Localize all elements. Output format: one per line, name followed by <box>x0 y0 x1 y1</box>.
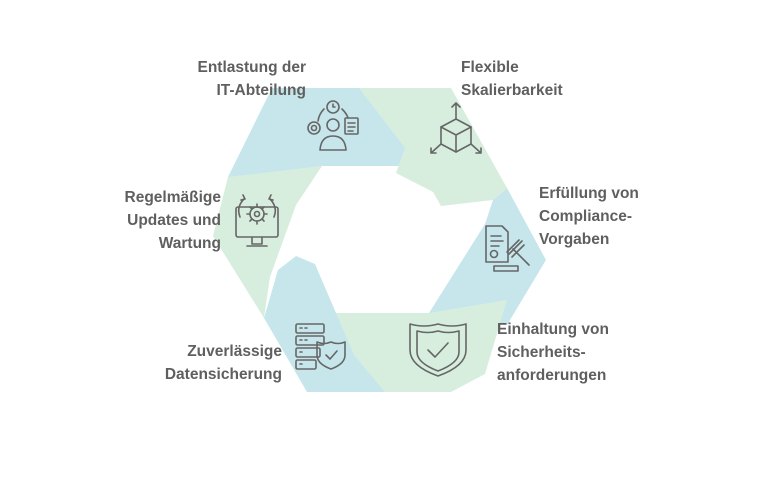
server-shield-icon <box>295 323 346 370</box>
label-updates: Regelmäßige Updates und Wartung <box>60 186 221 255</box>
segment-security <box>330 300 507 392</box>
label-line: Sicherheits- <box>497 344 586 361</box>
segment-scalability <box>359 88 507 206</box>
scalability-cube-icon <box>430 102 482 154</box>
label-line: anforderungen <box>497 367 607 384</box>
label-line: IT-Abteilung <box>216 82 306 99</box>
team-gears-icon <box>307 100 359 151</box>
label-line: Wartung <box>158 235 221 252</box>
label-line: Einhaltung von <box>497 321 609 338</box>
label-line: Erfüllung von <box>539 185 639 202</box>
label-security: Einhaltung von Sicherheits- anforderunge… <box>497 318 697 387</box>
label-line: Skalierbarkeit <box>461 82 563 99</box>
security-shield-check-icon <box>409 323 467 377</box>
label-line: Flexible <box>461 59 519 76</box>
label-line: Vorgaben <box>539 231 610 248</box>
label-line: Entlastung der <box>197 59 306 76</box>
segment-compliance <box>429 188 546 325</box>
segment-it-relief <box>228 88 418 190</box>
compliance-document-gavel-icon <box>485 225 530 272</box>
label-line: Updates und <box>127 212 221 229</box>
segment-backup <box>264 256 385 392</box>
label-line: Compliance- <box>539 208 633 225</box>
label-it-relief: Entlastung der IT-Abteilung <box>138 56 306 102</box>
label-line: Datensicherung <box>164 366 282 383</box>
label-compliance: Erfüllung von Compliance- Vorgaben <box>539 182 719 251</box>
label-scalability: Flexible Skalierbarkeit <box>461 56 641 102</box>
label-line: Zuverlässige <box>187 343 282 360</box>
monitor-gear-update-icon <box>235 194 279 247</box>
label-line: Regelmäßige <box>124 189 221 206</box>
label-backup: Zuverlässige Datensicherung <box>100 340 282 386</box>
